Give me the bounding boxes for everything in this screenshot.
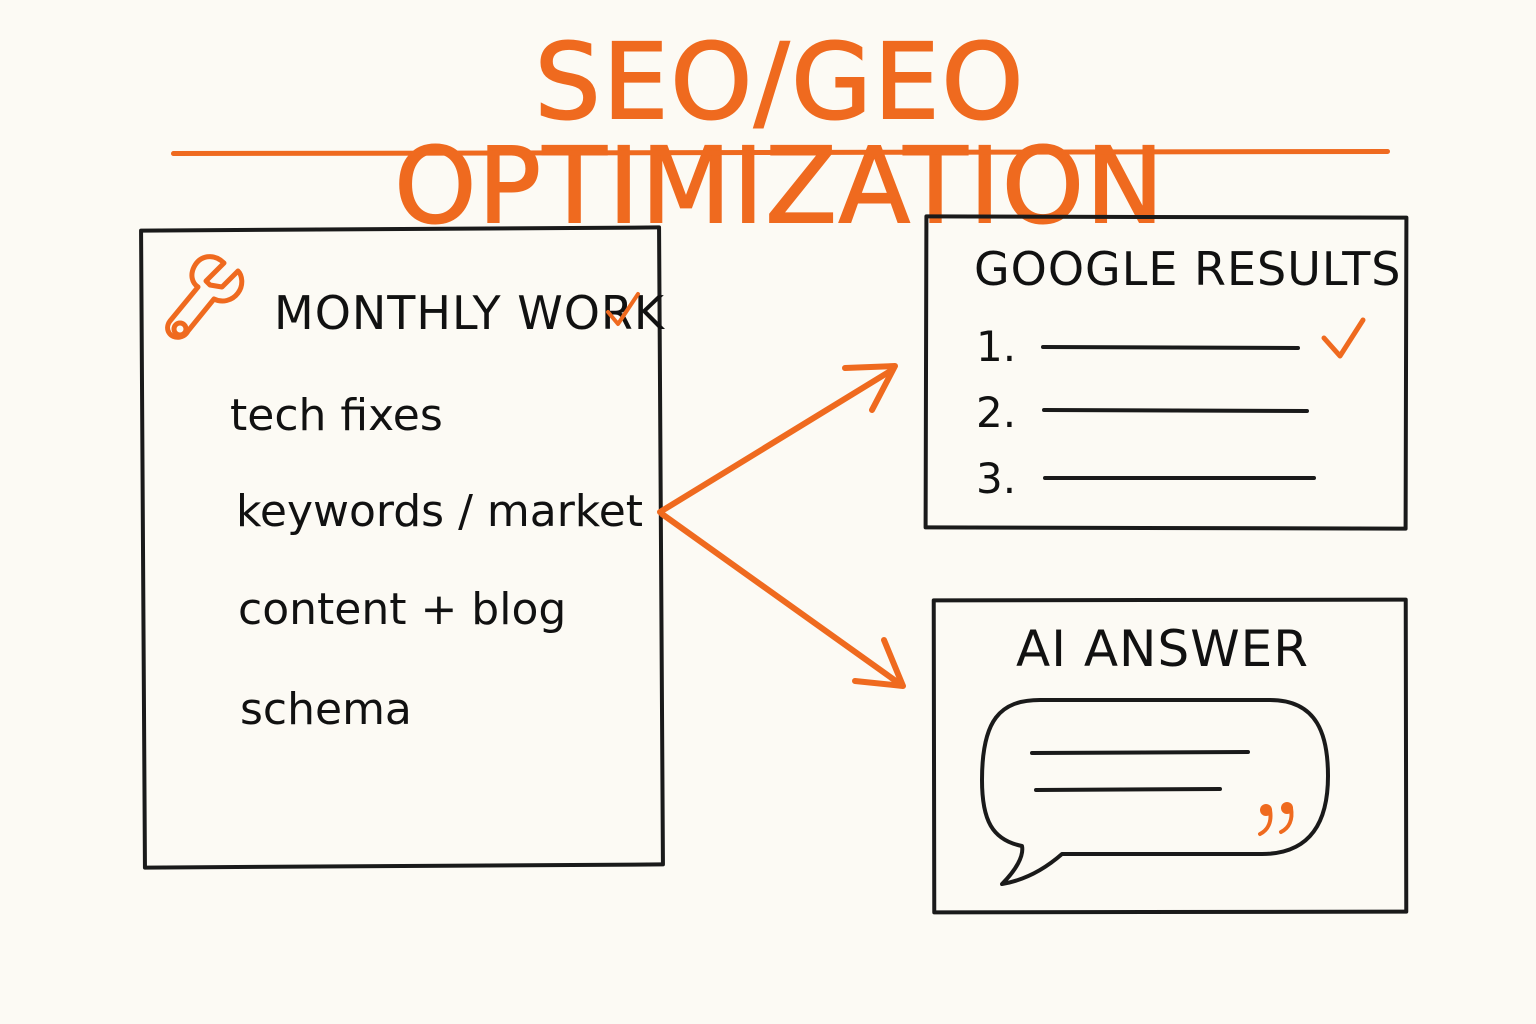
result-number-1: 1. <box>976 322 1017 371</box>
list-item-schema: schema <box>240 684 412 735</box>
quote-mark-icon <box>1258 802 1294 836</box>
bubble-line-1 <box>1030 750 1250 755</box>
result-number-2: 2. <box>976 388 1017 437</box>
monthly-work-heading: MONTHLY WORK <box>274 286 666 340</box>
ai-answer-heading: AI ANSWER <box>1016 620 1309 678</box>
arrow-to-google-results <box>657 367 895 515</box>
google-results-heading: GOOGLE RESULTS <box>974 242 1402 296</box>
result-line-1 <box>1041 345 1300 350</box>
bubble-line-2 <box>1034 787 1222 792</box>
arrow-head-ai <box>852 637 906 689</box>
result-checkmark-icon <box>1321 317 1366 359</box>
list-item-keywords-market: keywords / market <box>236 486 644 537</box>
result-line-2 <box>1042 408 1309 413</box>
checkmark-icon <box>606 292 640 326</box>
list-item-content-blog: content + blog <box>238 584 567 635</box>
list-item-tech-fixes: tech fixes <box>230 390 443 441</box>
arrow-to-ai-answer <box>659 511 903 687</box>
wrench-icon <box>165 254 245 340</box>
result-number-3: 3. <box>976 454 1017 503</box>
arrow-head-google <box>842 363 898 413</box>
